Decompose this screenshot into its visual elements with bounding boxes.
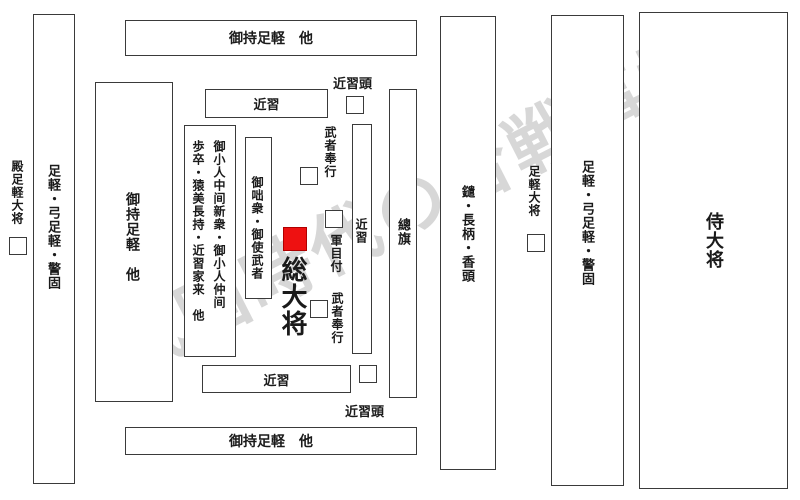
left-holders-column (95, 82, 173, 402)
left-outer-label: 足軽・弓足軽・警固 (45, 164, 60, 290)
bottom-guard-box: 御持足軽 他 (125, 427, 417, 455)
kinju-bottom-box: 近習 (202, 365, 351, 393)
servants-label: 御咄衆・御使武者 (250, 176, 264, 280)
kinju-head-bottom-label: 近習頭 (345, 405, 385, 420)
samurai-captain-column (639, 12, 788, 489)
magistrate-bottom-label: 武者奉行 (330, 292, 344, 344)
banner-label: 總旗 (395, 218, 410, 246)
top-guard-box: 御持足軽 他 (125, 20, 417, 56)
kinju-head-top-label: 近習頭 (333, 77, 373, 92)
bottom-guard-label: 御持足軽 他 (229, 434, 313, 450)
kinju-right-label: 近習 (354, 218, 368, 244)
ashigaru-captain-label: 足軽大将 (527, 165, 541, 217)
magistrate-top-marker (300, 167, 318, 185)
spear-column (440, 16, 496, 470)
servants-column (245, 137, 272, 299)
inspector-label: 軍目付 (329, 234, 343, 273)
attendants-column (184, 125, 236, 357)
right-outer-label: 足軽・弓足軽・警固 (579, 160, 594, 286)
kinju-right-column (352, 124, 372, 354)
samurai-captain-label: 侍大将 (703, 212, 724, 269)
right-outer-column (551, 15, 624, 486)
left-holders-label: 御持足軽 他 (124, 192, 140, 282)
kinju-top-box: 近習 (205, 89, 328, 118)
ashigaru-captain-marker (527, 234, 545, 252)
magistrate-top-label: 武者奉行 (323, 126, 337, 178)
attendants-label-2: 歩卒・猿美長持・近習家来 他 (191, 140, 205, 322)
kinju-bottom-label: 近習 (263, 373, 290, 389)
kinju-head-bottom-marker (359, 365, 377, 383)
magistrate-bottom-marker (310, 300, 328, 318)
inspector-marker (325, 210, 343, 228)
left-outer-column (33, 14, 75, 484)
attendants-label-1: 御小人中间新衆・御小人仲间 (212, 140, 226, 309)
kinju-top-label: 近習 (253, 98, 280, 113)
commander-marker (283, 227, 307, 251)
top-guard-label: 御持足軽 他 (229, 31, 313, 47)
kinju-head-top-marker (346, 96, 364, 114)
rear-guard-marker (9, 237, 27, 255)
banner-column (389, 89, 417, 398)
rear-guard-label: 殿足軽大将 (10, 160, 24, 225)
commander-label: 総大将 (277, 256, 307, 337)
spear-label: 鑓・長柄・香頭 (459, 185, 474, 283)
